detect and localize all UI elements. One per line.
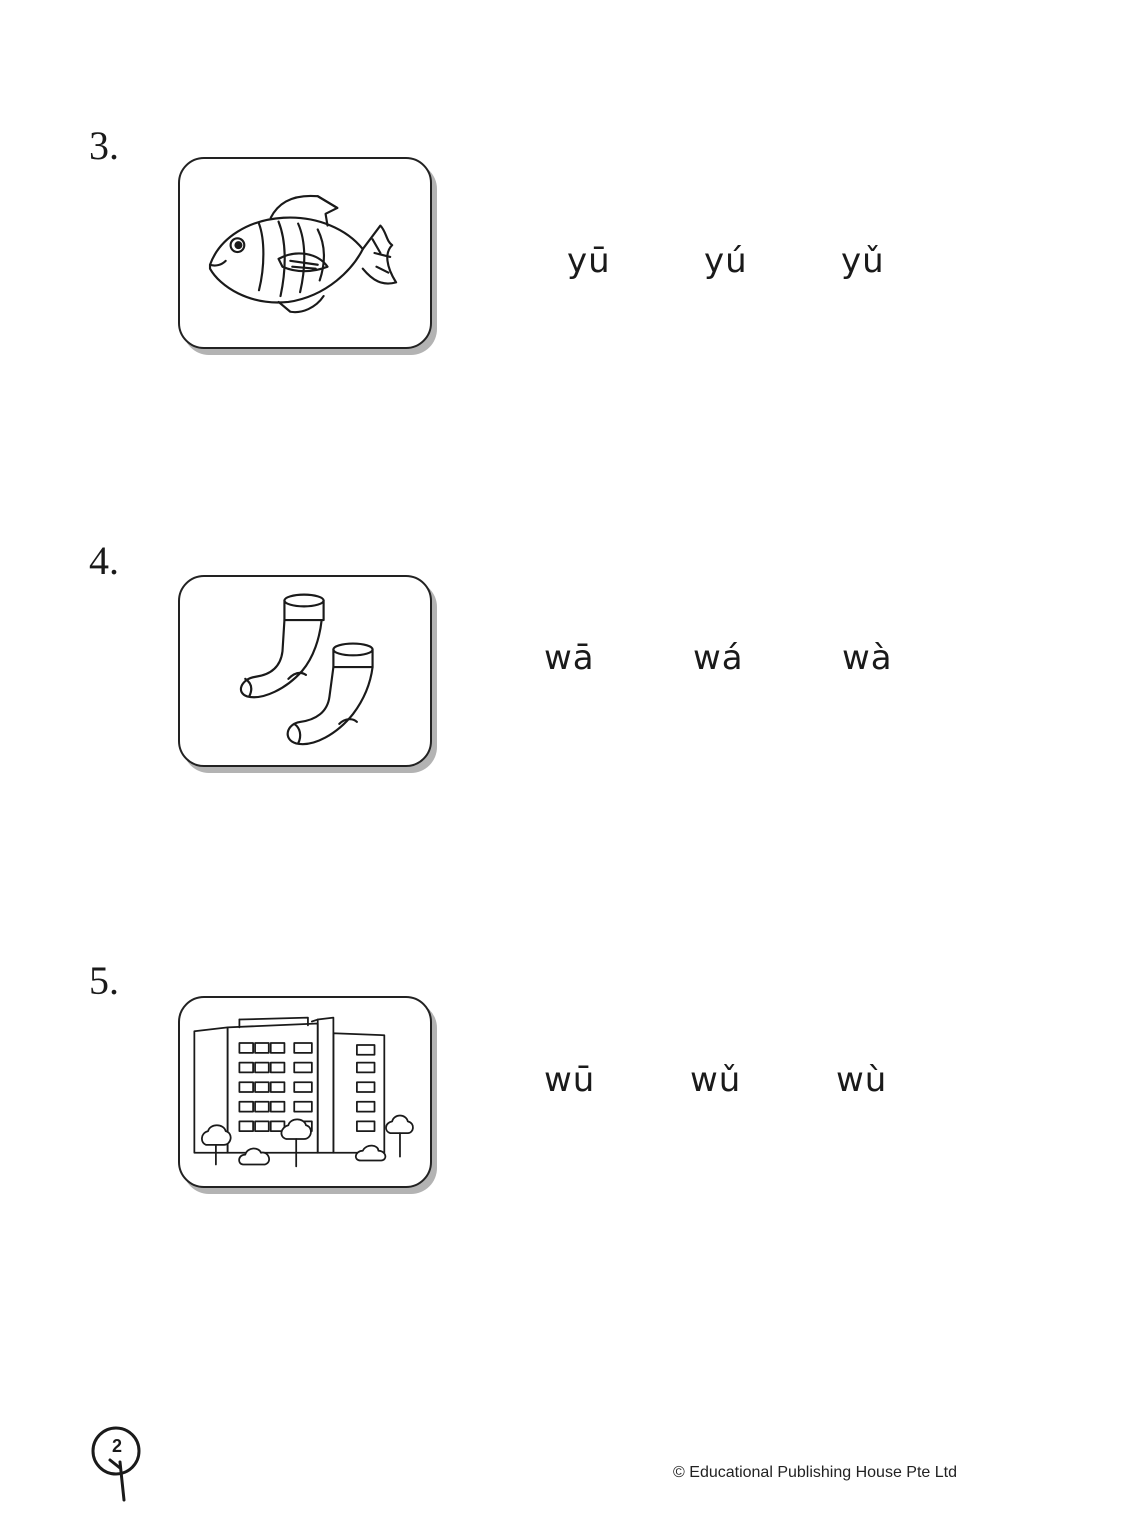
copyright-text: © Educational Publishing House Pte Ltd	[673, 1464, 957, 1481]
question-4-picture-card	[178, 575, 432, 767]
page-number-badge: 2	[90, 1426, 144, 1502]
question-5-option-3[interactable]: wù	[836, 1060, 888, 1100]
building-icon	[193, 1016, 414, 1168]
question-5-option-2[interactable]: wǔ	[690, 1060, 742, 1100]
question-3-number: 3.	[89, 123, 119, 168]
fish-icon	[208, 194, 398, 314]
question-4-option-1[interactable]: wā	[544, 638, 595, 678]
question-4-option-2[interactable]: wá	[693, 638, 744, 678]
socks-icon	[239, 593, 374, 746]
question-3-option-3[interactable]: yǔ	[841, 241, 885, 281]
question-3-option-2[interactable]: yú	[704, 241, 748, 281]
question-3-option-1[interactable]: yū	[567, 241, 611, 281]
question-5-picture-card	[178, 996, 432, 1188]
question-3-picture-card	[178, 157, 432, 349]
question-4-option-3[interactable]: wà	[842, 638, 893, 678]
tree-icon	[91, 1426, 141, 1502]
question-4-number: 4.	[89, 538, 119, 583]
question-5-option-1[interactable]: wū	[544, 1060, 596, 1100]
question-5-number: 5.	[89, 958, 119, 1003]
page-number: 2	[111, 1436, 122, 1456]
